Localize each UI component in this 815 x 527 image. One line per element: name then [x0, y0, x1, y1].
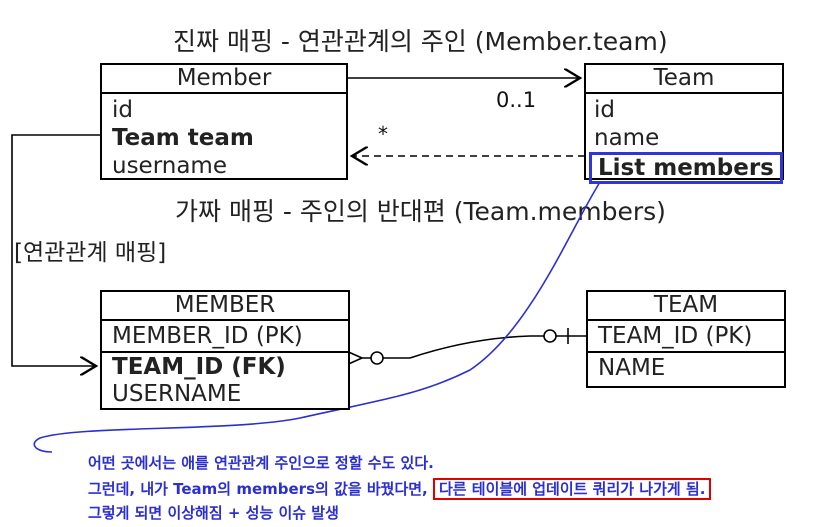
member-class-title: Member — [102, 65, 346, 94]
note-line-2-highlight: 다른 테이블에 업데이트 쿼리가 나가게 됨. — [432, 478, 712, 500]
association-mapping-label: [연관관계 매핑] — [14, 240, 167, 266]
member-table: MEMBER MEMBER_ID (PK) TEAM_ID (FK) USERN… — [100, 290, 350, 410]
real-mapping-heading: 진짜 매핑 - 연관관계의 주인 (Member.team) — [173, 27, 668, 56]
member-field-username: username — [112, 153, 227, 179]
member-field-team: Team team — [112, 125, 254, 151]
annotation-curve — [33, 181, 601, 453]
association-mapping-line — [11, 134, 100, 366]
team-field-name: name — [594, 125, 660, 151]
team-table-title: TEAM — [588, 292, 784, 321]
note-line-3: 그렇게 되면 이상해짐 + 성능 이슈 발생 — [88, 504, 339, 522]
note-line-2-prefix: 그런데, 내가 Team의 members의 값을 바꿨다면, — [88, 480, 428, 498]
note-line-2: 그런데, 내가 Team의 members의 값을 바꿨다면, 다른 테이블에 … — [88, 478, 712, 500]
member-field-id: id — [112, 97, 133, 123]
member-table-fk: TEAM_ID (FK) — [112, 354, 286, 380]
multiplicity-many: * — [378, 122, 388, 146]
member-table-pk: MEMBER_ID (PK) — [102, 321, 348, 353]
team-table: TEAM TEAM_ID (PK) NAME — [586, 290, 786, 388]
erd-relationship — [343, 328, 586, 367]
member-table-title: MEMBER — [102, 292, 348, 321]
team-table-name: NAME — [598, 355, 666, 381]
team-field-members: List members — [589, 152, 783, 184]
multiplicity-one: 0..1 — [496, 88, 537, 112]
member-class: Member id Team team username — [100, 63, 348, 180]
team-table-pk: TEAM_ID (PK) — [588, 321, 784, 353]
note-line-1: 어떤 곳에서는 애를 연관관계 주인으로 정할 수도 있다. — [88, 454, 434, 472]
team-class-title: Team — [586, 65, 782, 94]
team-class: Team id name List members — [584, 63, 784, 184]
team-field-id: id — [594, 97, 615, 123]
member-table-username: USERNAME — [112, 381, 242, 407]
